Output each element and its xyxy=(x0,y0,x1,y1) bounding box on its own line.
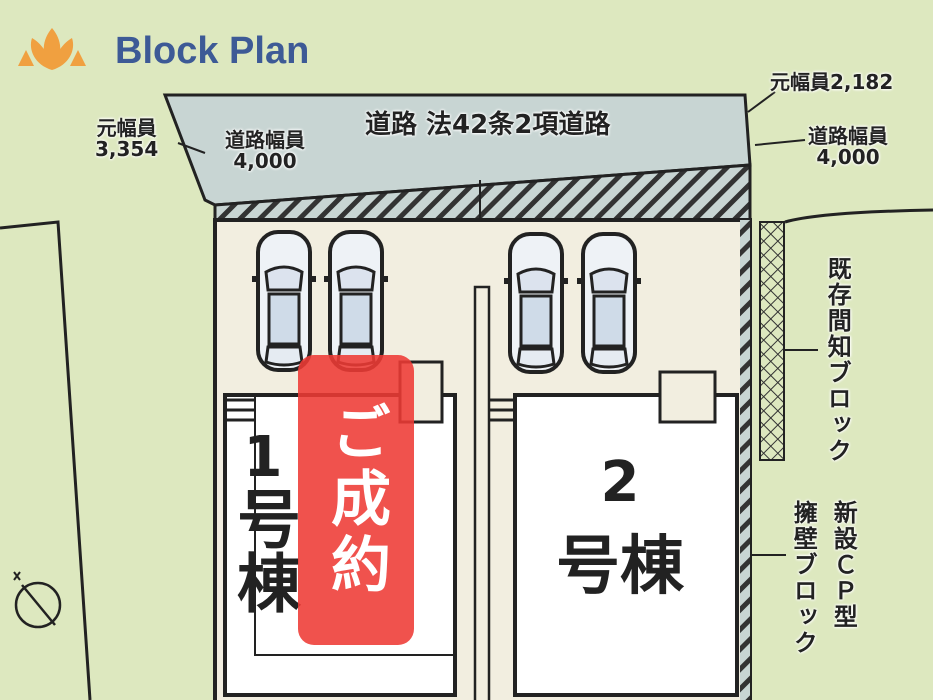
left-road-width-label: 道路幅員 xyxy=(225,128,305,152)
lotus-icon xyxy=(18,28,86,70)
retaining-block-label: 擁壁ブロック xyxy=(789,500,818,656)
house-1-suffix: 号棟 xyxy=(226,486,300,614)
left-road-width-value: 4,000 xyxy=(233,149,297,173)
left-original-width-label: 元幅員 xyxy=(96,116,157,140)
road-name: 道路 法42条2項道路 xyxy=(365,110,611,140)
right-road-width: 道路幅員 4,000 xyxy=(808,126,888,168)
right-road-width-value: 4,000 xyxy=(816,145,880,169)
car xyxy=(502,232,570,374)
house-2-suffix: 号棟 xyxy=(556,530,684,604)
car xyxy=(575,232,643,374)
page-title: Block Plan xyxy=(115,30,310,72)
left-road-width: 道路幅員 4,000 xyxy=(225,130,305,172)
house-1-number: 1 xyxy=(243,425,283,490)
contracted-badge: ご成約 xyxy=(298,355,414,645)
house-2 xyxy=(513,393,739,697)
car xyxy=(322,230,390,372)
new-cp-label: 新設ＣＰ型 xyxy=(829,500,858,630)
right-road-width-label: 道路幅員 xyxy=(808,124,888,148)
house-2-number: 2 xyxy=(600,450,640,515)
car xyxy=(250,230,318,372)
north-arrow-icon xyxy=(13,571,62,629)
house-2-label: 2 号棟 xyxy=(520,450,720,607)
left-original-width-value: 3,354 xyxy=(95,137,159,161)
house-1-label: 1 号棟 xyxy=(226,425,300,615)
left-original-width: 元幅員 3,354 xyxy=(95,118,158,160)
right-original-width: 元幅員2,182 xyxy=(770,70,894,94)
existing-block-label: 既存間知ブロック xyxy=(823,256,852,464)
